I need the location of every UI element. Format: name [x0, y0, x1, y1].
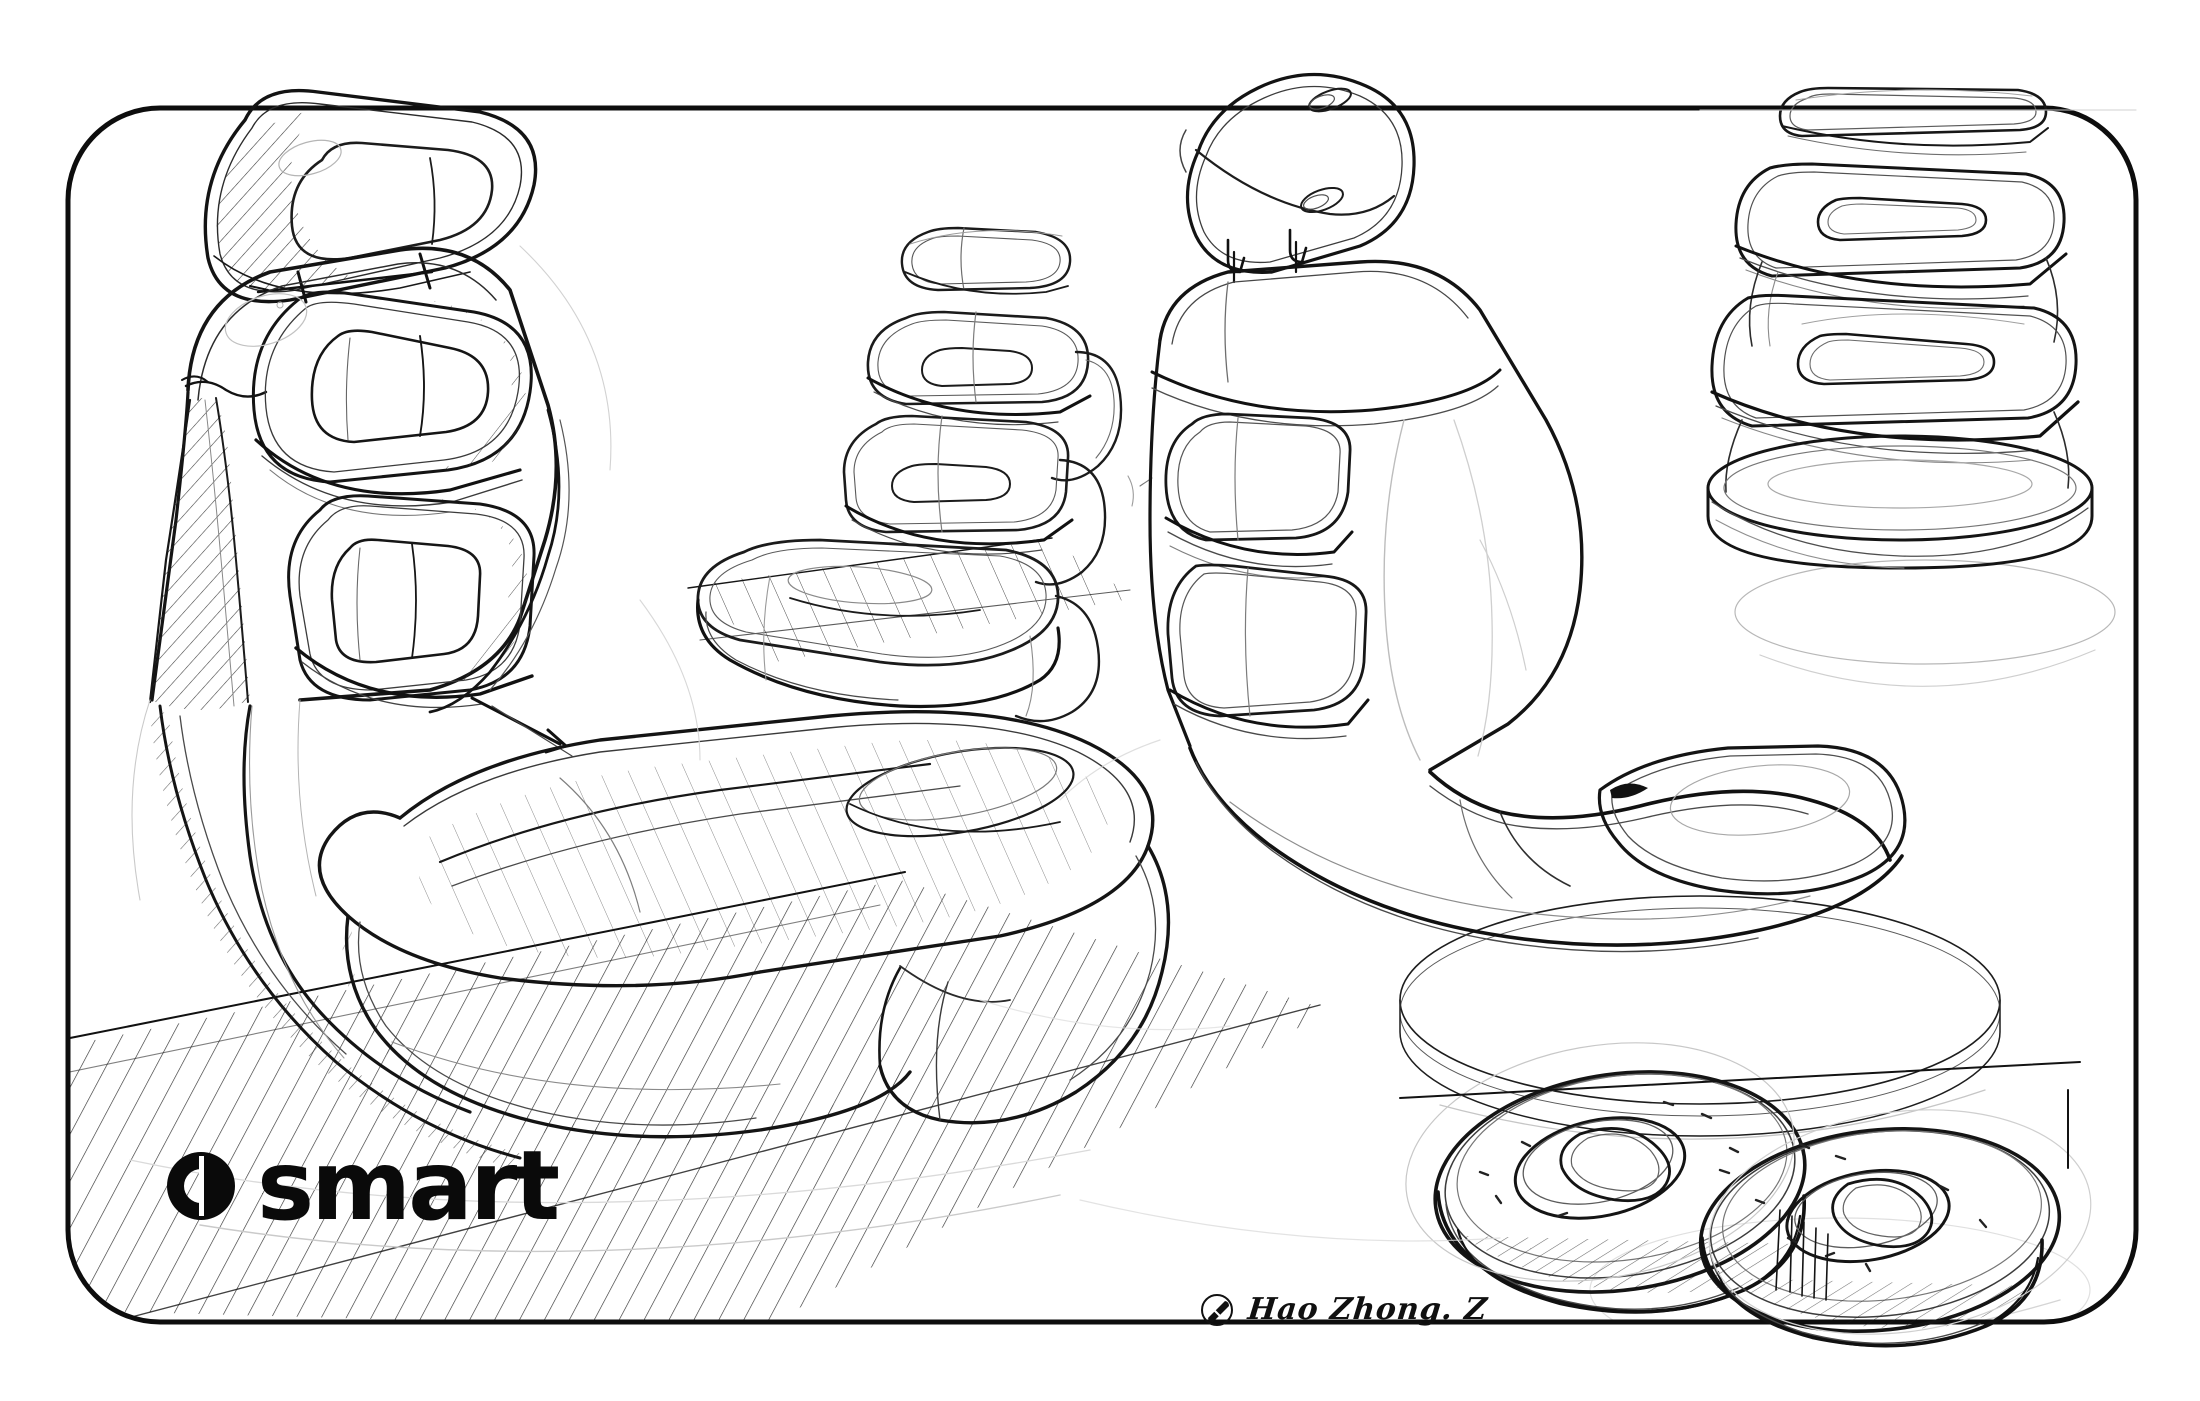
- smart-logo: smart: [163, 1130, 560, 1242]
- hero-seat-backrest: [148, 246, 573, 757]
- smart-wordmark: smart: [257, 1130, 560, 1242]
- artist-signature: Hao Zhong. Z: [1200, 1292, 1490, 1327]
- smart-c-arrow-mark: [163, 1148, 239, 1224]
- sketch-page-border: [65, 105, 2139, 1325]
- cushion-stack-study: [1706, 86, 2094, 570]
- second-seat-headrest: [1179, 72, 1416, 284]
- second-seat-oval-pad: [1399, 895, 2001, 1140]
- donut-cushion-right: [1698, 1109, 2092, 1348]
- construction-lines: [979, 109, 2137, 1242]
- modular-seat-upper-pad: [866, 310, 1123, 482]
- stack-lower-ring: [1710, 293, 2080, 493]
- modular-seat-headrest: [900, 226, 1072, 295]
- second-seat-base: [1188, 744, 1907, 953]
- second-seat: [1148, 72, 1907, 953]
- stack-top-tray: [1778, 86, 2049, 156]
- stack-base-puck: [1706, 434, 2094, 570]
- artist-brush-badge-icon: [1200, 1293, 1234, 1327]
- modular-seat-cushion: [696, 538, 1101, 723]
- hero-seat-headrest: [203, 88, 538, 304]
- modular-stack-seat: [696, 226, 1153, 723]
- artist-name: Hao Zhong. Z: [1246, 1292, 1490, 1327]
- donut-cushions: [1399, 1042, 2092, 1348]
- stack-upper-ring: [1734, 162, 2068, 347]
- second-seat-backrest: [1148, 259, 1584, 772]
- cushion-stack-pad: [1734, 559, 2116, 687]
- hero-seat: [131, 88, 1171, 1168]
- hero-seat-base-cushion: [150, 699, 1171, 1168]
